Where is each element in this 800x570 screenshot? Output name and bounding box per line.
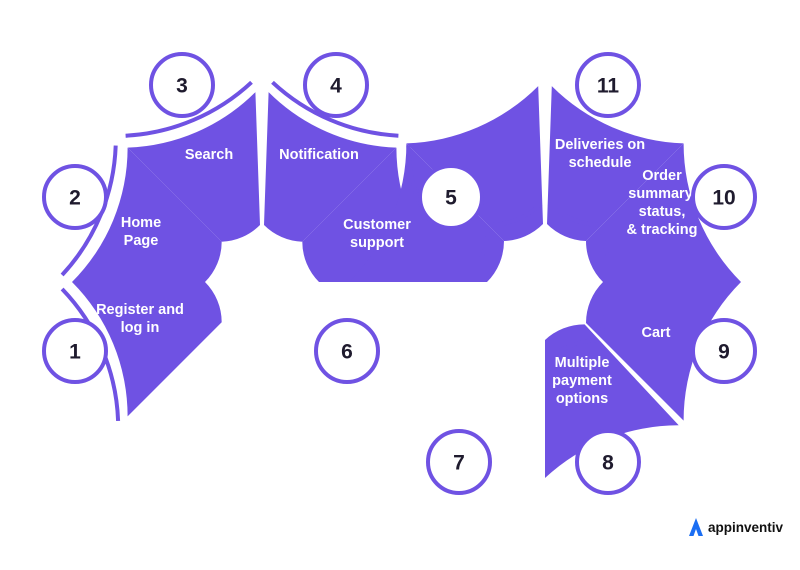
segment-2 <box>72 147 222 282</box>
step-3-circle <box>149 52 215 118</box>
step-6-circle <box>314 318 380 384</box>
step-5-label-line: support <box>350 235 404 251</box>
step-1-label: Register and log in <box>96 302 184 336</box>
step-4-number: 4 <box>330 75 342 98</box>
segment-1 <box>72 282 222 417</box>
ring-arc-6 <box>465 228 490 281</box>
step-5-number: 5 <box>445 187 457 210</box>
step-7-number: 7 <box>453 452 465 475</box>
step-3-label: Search <box>185 147 233 163</box>
step-4-circle <box>303 52 369 118</box>
step-10-label-line: summary, <box>628 186 695 202</box>
ring-arc-8 <box>547 202 599 227</box>
step-6-label-line: Product <box>390 309 445 325</box>
step-1-label-line: Register and <box>96 302 184 318</box>
step-1-label-line: log in <box>121 320 160 336</box>
step-2-circle <box>42 164 108 230</box>
brand-name: appinventiv <box>708 520 784 535</box>
segment-9 <box>586 143 741 282</box>
segment-3 <box>127 92 260 242</box>
step-2-label-line: Home <box>121 215 161 231</box>
appinventiv-logo-icon <box>689 518 703 536</box>
step-6-label-line: catalog <box>392 327 443 343</box>
step-5-circle <box>418 164 484 230</box>
step-11-circle <box>575 52 641 118</box>
step-5-label-line: Customer <box>343 217 411 233</box>
step-8-circle <box>575 429 641 495</box>
ring-arc-9 <box>600 228 625 281</box>
brand-logo: appinventiv <box>689 518 784 536</box>
ring-arc-4 <box>271 80 399 138</box>
step-10-label-line: & tracking <box>627 222 698 238</box>
step-8-label-line: payment <box>552 373 612 389</box>
step-10-label-line: status, <box>639 204 686 220</box>
step-8-label-line: Multiple <box>555 355 610 371</box>
segment-8 <box>547 86 684 241</box>
step-3-label-line: Search <box>185 147 233 163</box>
step-9-circle <box>691 318 757 384</box>
step-10-circle <box>691 164 757 230</box>
step-6-label: Product catalog <box>390 309 445 343</box>
step-11-label: Deliveries on schedule <box>555 137 645 171</box>
ring-arc-10 <box>600 283 625 336</box>
step-6-number: 6 <box>341 341 353 364</box>
step-3-number: 3 <box>176 75 188 98</box>
number-circles-layer: 1 2 3 4 5 6 7 8 9 10 11 <box>42 52 757 495</box>
step-2-label-line: Page <box>124 233 159 249</box>
step-10-label-line: Order <box>642 168 682 184</box>
step-7-circle <box>426 429 492 495</box>
step-2-number: 2 <box>69 187 81 210</box>
step-11-label-line: schedule <box>569 155 632 171</box>
step-7-label-line: and ratings <box>443 401 521 417</box>
step-8-label-line: options <box>556 391 608 407</box>
ring-arc-3 <box>125 80 253 138</box>
step-9-label-line: Cart <box>641 325 670 341</box>
step-7-label: Reviews and ratings <box>443 383 521 417</box>
step-7-label-line: Reviews <box>453 383 511 399</box>
step-11-label-line: Deliveries on <box>555 137 645 153</box>
segment-11 <box>545 324 679 478</box>
step-10-label: Order summary, status, & tracking <box>627 168 698 238</box>
step-1-circle <box>42 318 108 384</box>
step-4-label: Notification <box>279 147 359 163</box>
segment-7 <box>406 86 543 241</box>
segment-4 <box>264 92 397 242</box>
step-1-number: 1 <box>69 341 81 364</box>
step-9-label: Cart <box>641 325 670 341</box>
step-8-label: Multiple payment options <box>552 355 612 407</box>
step-5-label: Customer support <box>343 217 411 251</box>
step-4-label-line: Notification <box>279 147 359 163</box>
segment-10 <box>586 282 741 421</box>
step-11-number: 11 <box>597 75 620 98</box>
step-8-number: 8 <box>602 452 614 475</box>
ring-arc-11 <box>546 338 598 362</box>
step-10-number: 10 <box>712 187 735 210</box>
ring-arc-7 <box>491 202 543 227</box>
step-9-number: 9 <box>718 341 730 364</box>
